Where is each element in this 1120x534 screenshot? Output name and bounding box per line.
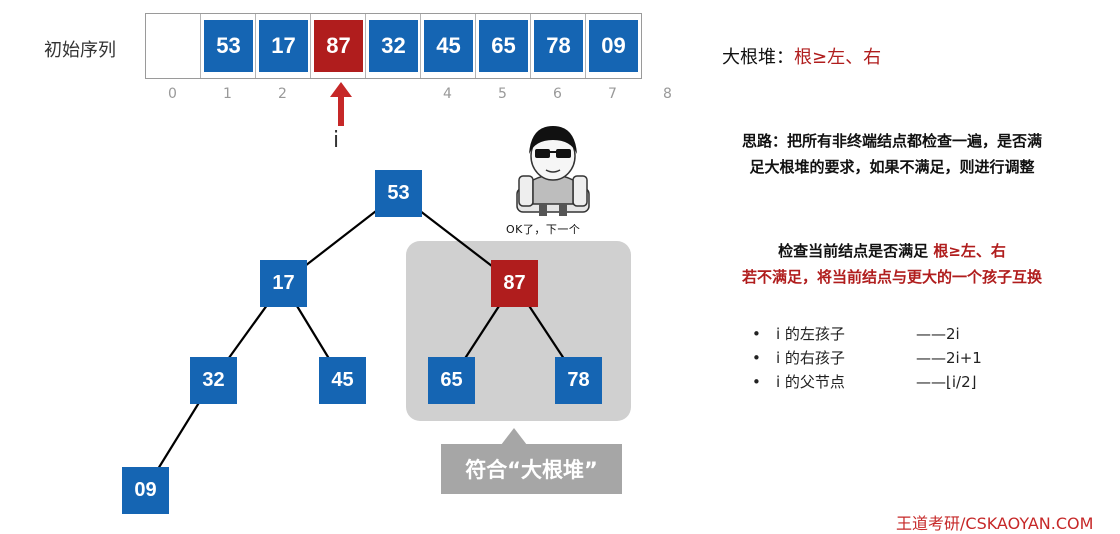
meme-sticker-icon	[516, 126, 590, 216]
array-cell-7: 78	[531, 14, 586, 78]
array: 53 17 87 32 45 65 78 09	[145, 13, 642, 79]
array-value-5: 45	[424, 20, 473, 72]
array-index-4: 4	[443, 86, 452, 102]
check-line-1-prefix: 检查当前结点是否满足	[778, 242, 934, 260]
array-value-3: 87	[314, 20, 363, 72]
pointer-arrow-icon	[330, 82, 352, 126]
heap-definition-prefix: 大根堆：	[722, 47, 794, 68]
array-index-5: 5	[498, 86, 507, 102]
array-index-1: 1	[223, 86, 232, 102]
array-value-7: 78	[534, 20, 583, 72]
formula-value: ——2i+1	[916, 349, 982, 367]
array-index-6: 6	[553, 86, 562, 102]
check-text: 检查当前结点是否满足 根≥左、右 若不满足，将当前结点与更大的一个孩子互换	[682, 238, 1102, 290]
idea-line-2: 足大根堆的要求，如果不满足，则进行调整	[749, 158, 1035, 176]
heap-definition: 大根堆：根≥左、右	[722, 43, 881, 69]
array-index-7: 7	[608, 86, 617, 102]
array-label: 初始序列	[44, 40, 116, 61]
check-line-1-rule: 根≥左、右	[933, 242, 1006, 260]
tag-pointer	[501, 428, 527, 445]
list-item: • i 的右孩子 ——2i+1	[752, 346, 982, 370]
pointer-label: i	[333, 128, 340, 153]
list-item: • i 的父节点 ——⌊i/2⌋	[752, 370, 982, 394]
array-value-1: 53	[204, 20, 253, 72]
array-cell-0	[146, 14, 201, 78]
array-index-8: 8	[663, 86, 672, 102]
formula-name: i 的父节点	[776, 373, 845, 391]
check-line-2: 若不满足，将当前结点与更大的一个孩子互换	[741, 268, 1042, 286]
idea-line-1: 思路：把所有非终端结点都检查一遍，是否满	[741, 132, 1042, 150]
array-cell-2: 17	[256, 14, 311, 78]
array-cell-3: 87	[311, 14, 366, 78]
footer-watermark: 王道考研/CSKAOYAN.COM	[896, 514, 1094, 533]
tree-node-root: 53	[375, 170, 422, 217]
array-index-0: 0	[168, 86, 177, 102]
array-cell-5: 45	[421, 14, 476, 78]
tree-node-78: 78	[555, 357, 602, 404]
array-value-4: 32	[369, 20, 418, 72]
array-cell-4: 32	[366, 14, 421, 78]
list-item: • i 的左孩子 ——2i	[752, 322, 982, 346]
formula-name: i 的左孩子	[776, 325, 845, 343]
array-cell-8: 09	[586, 14, 641, 78]
array-index-2: 2	[278, 86, 287, 102]
bullet-icon: •	[752, 373, 761, 391]
formula-name: i 的右孩子	[776, 349, 845, 367]
idea-text: 思路：把所有非终端结点都检查一遍，是否满 足大根堆的要求，如果不满足，则进行调整	[682, 128, 1102, 180]
check-line-1: 检查当前结点是否满足 根≥左、右	[682, 238, 1102, 264]
array-cell-6: 65	[476, 14, 531, 78]
array-value-6: 65	[479, 20, 528, 72]
tree-node-32: 32	[190, 357, 237, 404]
array-cell-1: 53	[201, 14, 256, 78]
formula-value: ——⌊i/2⌋	[916, 373, 977, 391]
tree-node-65: 65	[428, 357, 475, 404]
tree-node-09: 09	[122, 467, 169, 514]
tree-node-17: 17	[260, 260, 307, 307]
bullet-icon: •	[752, 349, 761, 367]
heap-definition-rule: 根≥左、右	[794, 47, 882, 68]
bullet-icon: •	[752, 325, 761, 343]
array-value-8: 09	[589, 20, 638, 72]
meme-caption: OK了，下一个	[506, 223, 581, 236]
formula-value: ——2i	[916, 325, 960, 343]
array-value-2: 17	[259, 20, 308, 72]
index-formula-list: • i 的左孩子 ——2i • i 的右孩子 ——2i+1 • i 的父节点 —…	[752, 322, 982, 394]
tree-node-45: 45	[319, 357, 366, 404]
subtree-tag: 符合“大根堆”	[441, 444, 622, 494]
tree-node-87: 87	[491, 260, 538, 307]
